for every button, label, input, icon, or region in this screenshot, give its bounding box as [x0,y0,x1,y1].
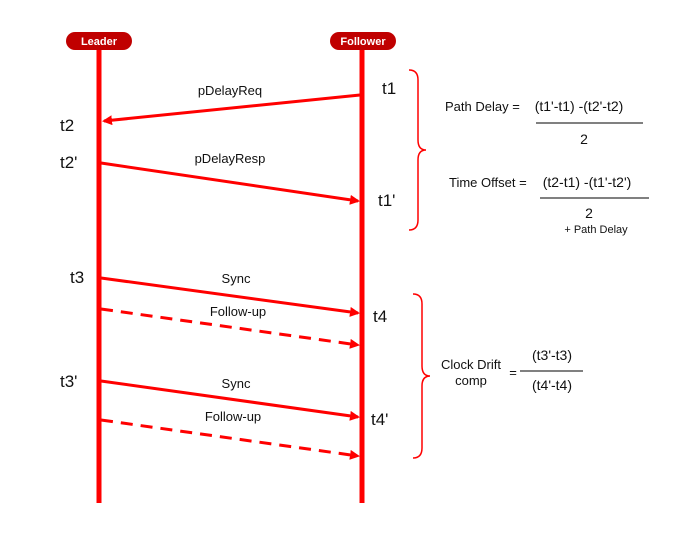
leader-header: Leader [66,32,132,50]
sync2-arrow [100,379,360,421]
sync1-arrow [100,276,360,317]
t1p-label: t1' [378,191,395,210]
pdelayreq-label: pDelayReq [198,83,262,98]
time-offset-extra: + Path Delay [564,224,628,236]
sync2-label: Sync [222,376,251,391]
followup1-label: Follow-up [210,304,266,319]
follower-header: Follower [330,32,396,50]
pdelayresp-arrow [100,161,360,205]
clock-drift-formula: Clock Drift comp = (t3'-t3) (t4'-t4) [441,347,583,393]
followup1-arrow [100,307,360,349]
clock-drift-numerator: (t3'-t3) [532,347,572,363]
followup2-arrow [100,418,360,460]
clock-drift-label-line2: comp [455,373,487,388]
path-delay-formula: Path Delay = (t1'-t1) -(t2'-t2) 2 [445,98,643,147]
bottom-brace [412,293,431,459]
time-offset-numerator: (t2-t1) -(t1'-t2') [543,174,632,190]
time-offset-formula: Time Offset = (t2-t1) -(t1'-t2') 2 + Pat… [449,174,649,236]
clock-drift-label-line1: Clock Drift [441,357,501,372]
pdelayreq-arrow [102,93,361,126]
time-offset-denominator: 2 [585,205,593,221]
sync1-label: Sync [222,271,251,286]
path-delay-numerator: (t1'-t1) -(t2'-t2) [535,98,624,114]
t4-label: t4 [373,307,387,326]
t3-label: t3 [70,268,84,287]
path-delay-denominator: 2 [580,131,588,147]
t3p-label: t3' [60,372,77,391]
t2p-label: t2' [60,153,77,172]
pdelayresp-label: pDelayResp [195,151,266,166]
followup2-label: Follow-up [205,409,261,424]
t4p-label: t4' [371,410,388,429]
t1-label: t1 [382,79,396,98]
path-delay-label: Path Delay = [445,99,520,114]
leader-label: Leader [81,36,118,48]
clock-drift-equals: = [509,365,517,380]
clock-drift-denominator: (t4'-t4) [532,377,572,393]
t2-label: t2 [60,116,74,135]
top-brace [408,69,427,231]
time-offset-label: Time Offset = [449,175,527,190]
follower-label: Follower [340,36,386,48]
